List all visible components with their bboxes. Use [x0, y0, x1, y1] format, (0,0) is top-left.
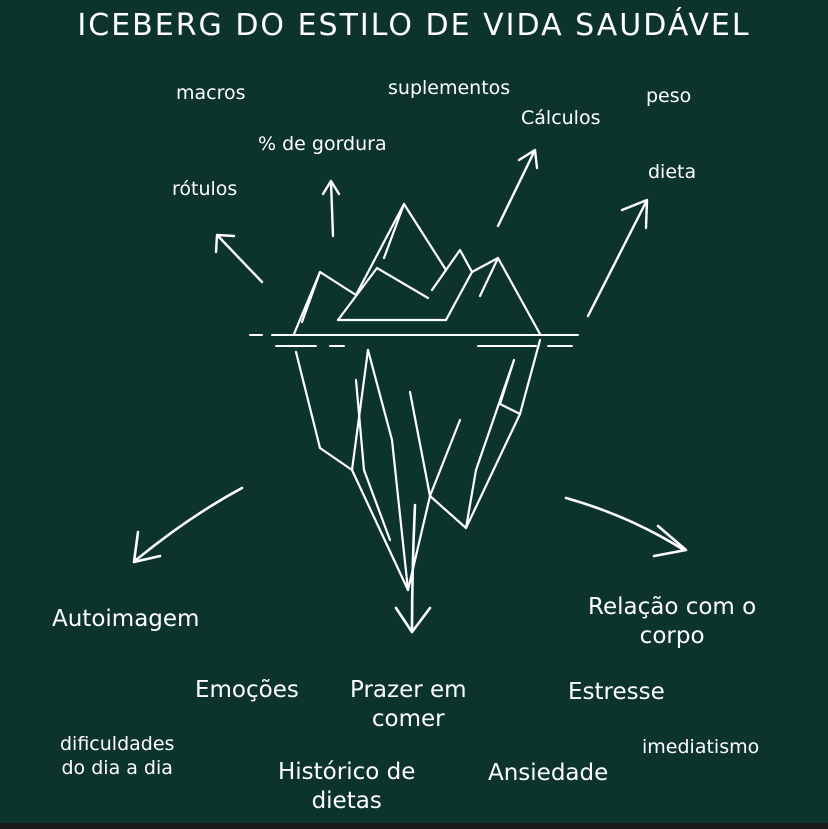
label-macros: macros: [176, 82, 246, 104]
label-dieta: dieta: [648, 161, 697, 183]
iceberg-tip: [292, 202, 542, 336]
iceberg-tip-outline: [292, 202, 542, 336]
iceberg-tip-inner-1: [300, 270, 322, 324]
label-historico-line-2: dietas: [311, 787, 382, 814]
label-imediatismo: imediatismo: [642, 736, 760, 758]
iceberg-submerged-inner-4: [408, 390, 432, 498]
label-relacao-line-2: corpo: [639, 622, 705, 649]
arrow-gordura: [329, 180, 335, 238]
label-prazer-em-comer: Prazer em comer: [350, 676, 467, 734]
iceberg-submerged-inner-1: [350, 348, 370, 472]
label-dificuldades: dificuldades do dia a dia: [60, 733, 174, 781]
label-ansiedade: Ansiedade: [488, 760, 609, 786]
arrow-calculos: [496, 150, 536, 228]
iceberg-tip-inner-6: [478, 256, 500, 298]
label-peso: peso: [646, 85, 692, 107]
iceberg-tip-inner-2: [336, 266, 430, 322]
label-relacao-com-o-corpo: Relação com o corpo: [588, 593, 756, 651]
iceberg-submerged-inner-6: [428, 418, 462, 498]
label-dificuldades-line-1: dificuldades: [60, 733, 175, 755]
iceberg-submerged: [294, 338, 542, 592]
arrow-autoimagem: [134, 486, 244, 562]
label-autoimagem: Autoimagem: [52, 606, 200, 632]
iceberg-tip-inner-5: [444, 270, 474, 322]
label-relacao-line-1: Relação com o: [588, 594, 757, 620]
label-estresse: Estresse: [568, 679, 665, 705]
iceberg-submerged-inner-3: [354, 378, 392, 542]
arrow-relacao: [564, 496, 686, 552]
bottom-edge-bar: [0, 823, 828, 829]
arrow-prazer: [410, 503, 417, 632]
label-calculos: Cálculos: [521, 107, 601, 129]
arrow-rotulos: [216, 234, 264, 284]
label-historico-line-1: Histórico de: [278, 759, 416, 785]
arrows-above: [214, 148, 649, 318]
iceberg-submerged-outline: [294, 338, 542, 592]
waterline: [249, 334, 579, 347]
arrows-below: [132, 486, 688, 634]
diagram-title: ICEBERG DO ESTILO DE VIDA SAUDÁVEL: [77, 8, 751, 43]
label-suplementos: suplementos: [388, 77, 511, 99]
label-rotulos: rótulos: [172, 178, 238, 200]
iceberg-submerged-inner-2: [366, 348, 410, 592]
iceberg-tip-inner-3: [382, 202, 406, 260]
label-emocoes: Emoções: [195, 677, 299, 703]
iceberg-tip-inner-4: [430, 268, 448, 292]
iceberg-submerged-inner-5: [464, 358, 522, 530]
label-prazer-line-1: Prazer em: [350, 677, 467, 703]
label-prazer-line-2: comer: [371, 705, 445, 732]
label-historico-de-dietas: Histórico de dietas: [278, 758, 415, 816]
label-dificuldades-line-2: do dia a dia: [61, 756, 173, 779]
label-gordura: % de gordura: [258, 133, 387, 155]
arrow-dieta: [586, 200, 648, 318]
